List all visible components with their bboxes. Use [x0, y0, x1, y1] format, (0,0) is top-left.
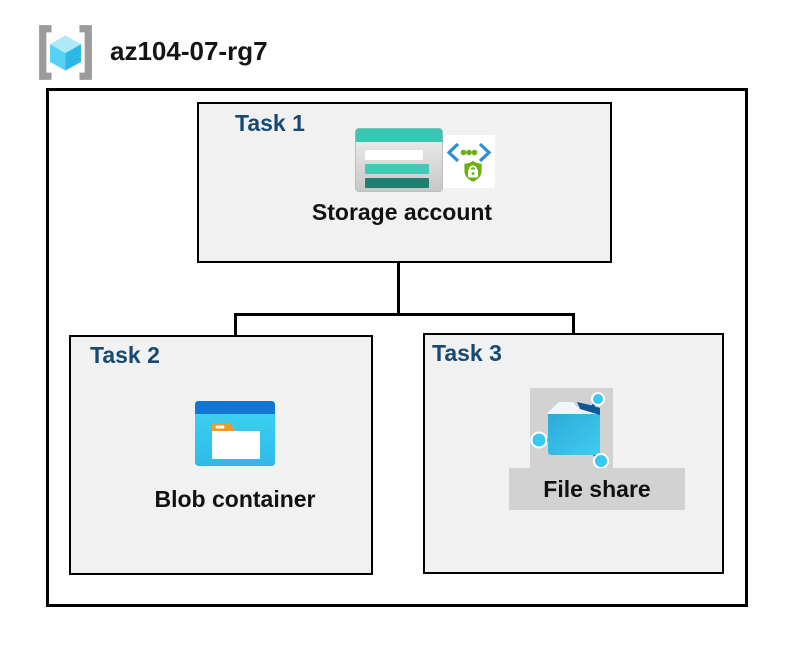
storage-account-icon-svg	[355, 128, 443, 192]
blob-container-icon	[195, 401, 275, 466]
connector-storage-stem	[397, 261, 400, 313]
storage-account-label: Storage account	[311, 199, 493, 225]
storage-account-icon	[355, 128, 443, 192]
sas-token-icon	[443, 135, 495, 188]
blob-container-icon-svg	[195, 401, 275, 466]
file-share-highlight	[530, 388, 613, 469]
task-1-label: Task 1	[235, 110, 305, 136]
task-2-label: Task 2	[90, 342, 160, 368]
file-share-label-band: File share	[509, 468, 685, 510]
resource-group-icon-svg	[39, 25, 92, 80]
resource-group-icon	[36, 23, 95, 82]
task-3-label: Task 3	[432, 340, 502, 366]
resource-group-name: az104-07-rg7	[110, 36, 268, 66]
sas-token-icon-svg	[443, 135, 495, 188]
file-share-icon	[530, 388, 613, 469]
connector-horizontal	[234, 313, 575, 316]
file-share-label: File share	[543, 476, 651, 502]
file-share-icon-svg	[530, 392, 609, 469]
blob-container-label: Blob container	[154, 486, 316, 512]
